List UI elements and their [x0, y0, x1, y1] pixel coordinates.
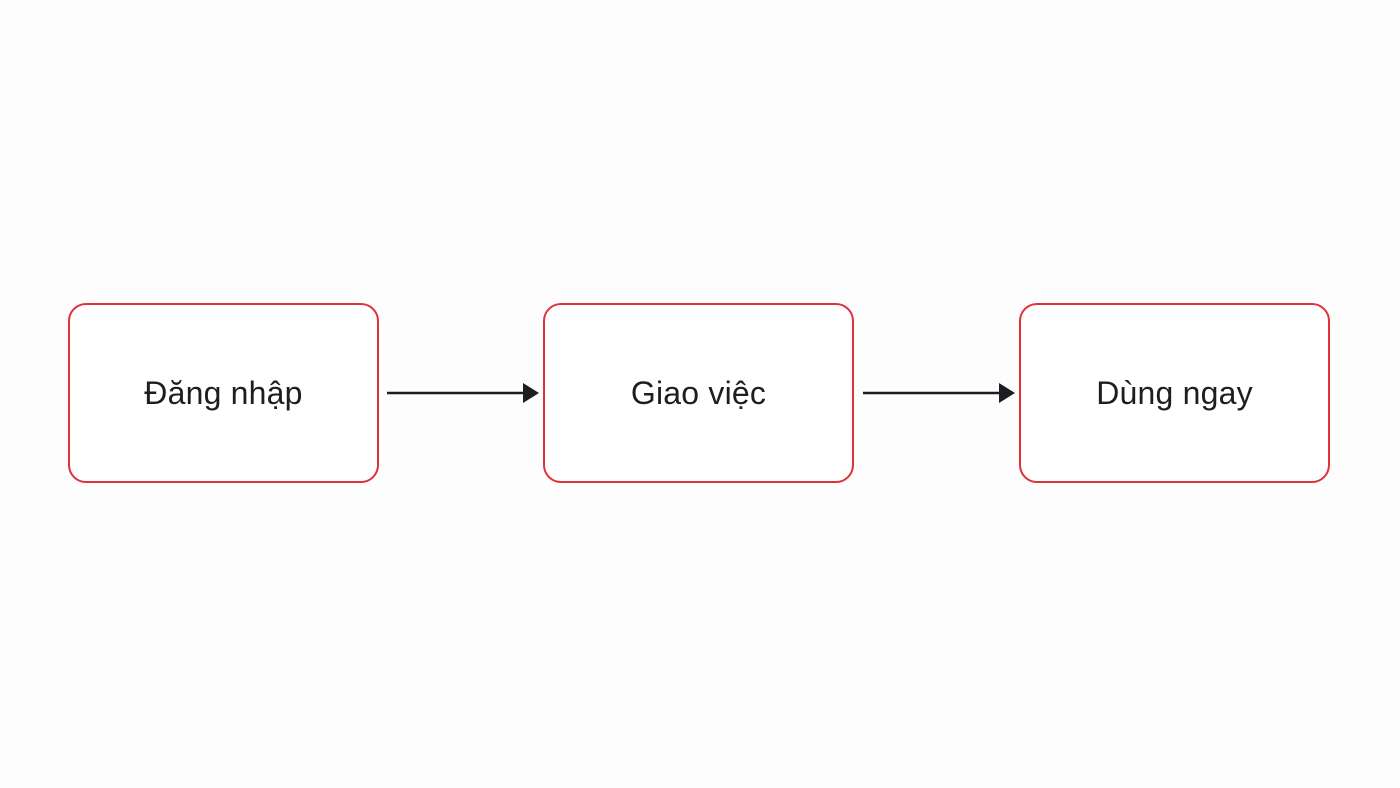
arrow-right-icon	[863, 383, 1015, 403]
step-label-assign-task: Giao việc	[630, 374, 767, 411]
arrow-right-icon	[387, 383, 539, 403]
step-box-assign-task: Giao việc	[543, 303, 854, 483]
step-label-use-now: Dùng ngay	[1096, 374, 1253, 411]
step-box-login: Đăng nhập	[68, 303, 379, 483]
step-label-login: Đăng nhập	[144, 374, 303, 411]
step-box-use-now: Dùng ngay	[1019, 303, 1330, 483]
